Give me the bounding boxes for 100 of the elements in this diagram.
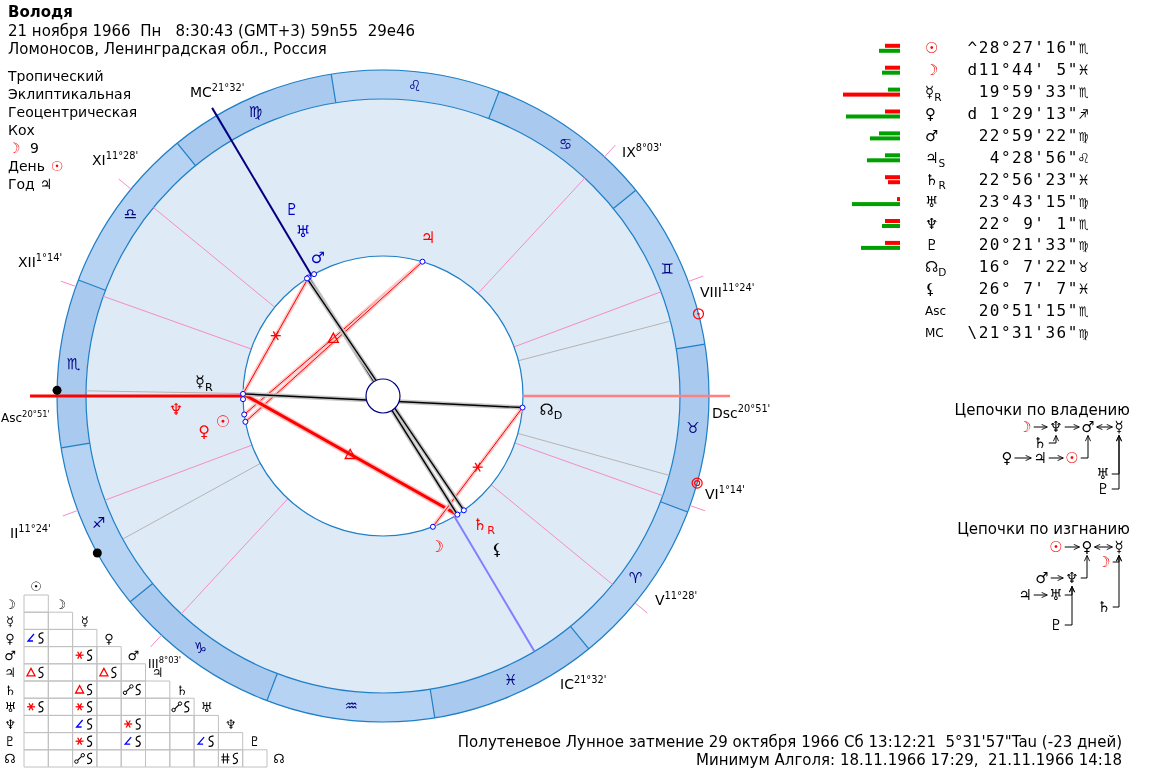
position-value: 4°28'56"♌ xyxy=(989,149,1090,166)
position-value: ^28°27'16"♏ xyxy=(967,40,1090,57)
planet-glyph: ♃$_{S}$ xyxy=(925,150,946,166)
planet-glyph: ♆ xyxy=(168,402,184,418)
planet-glyph: ☊$_{D}$ xyxy=(925,259,947,275)
planet-glyph: ☊$_{D}$ xyxy=(539,402,563,418)
planet-glyph: ☽ xyxy=(925,62,939,78)
planet-glyph: ♆ xyxy=(1049,419,1063,435)
zodiac-glyph: ♑ xyxy=(193,640,208,656)
planet-glyph: ♄$_{R}$ xyxy=(472,517,496,533)
planet-glyph: ♄ xyxy=(1097,599,1111,615)
house-cusp-label: MC$^{21°32'}$ xyxy=(190,85,245,99)
zodiac-glyph: ♍ xyxy=(248,104,263,120)
planet-glyph: ♅ xyxy=(1096,466,1110,482)
position-value: \21°31'36"♍ xyxy=(967,325,1090,341)
house-cusp-label: XII$^{1°14'}$ xyxy=(18,255,63,269)
planet-glyph: ♄ xyxy=(1033,435,1047,451)
planet-glyph: ♃ xyxy=(420,230,436,246)
planet-glyph: ♂ xyxy=(310,250,326,266)
planet-glyph: ☿ xyxy=(6,614,14,628)
planet-glyph: ☿ xyxy=(1114,539,1124,555)
chain-heading: Цепочки по изгнанию xyxy=(957,521,1130,537)
planet-glyph: ♇ xyxy=(249,734,261,748)
planet-glyph: ♆ xyxy=(224,717,237,731)
planet-glyph: ☽ xyxy=(54,597,67,611)
planet-glyph: ♂ xyxy=(4,648,16,662)
planet-glyph: ☿$_{R}$ xyxy=(925,84,942,100)
birth-data-text: 21 ноября 1966 Пн 8:30:43 (GMT+3) 59n55 29e46 xyxy=(8,23,416,39)
planet-glyph: ♂ xyxy=(1081,419,1095,435)
house-cusp-label: XI$^{11°28'}$ xyxy=(92,153,139,167)
planet-glyph: ♆ xyxy=(4,717,16,731)
position-value: d 1°29'13"♐ xyxy=(967,106,1090,122)
planet-glyph: ☉ xyxy=(1049,539,1063,555)
position-value: 22°59'22"♍ xyxy=(978,127,1090,144)
house-cusp-label: VI$^{1°14'}$ xyxy=(705,487,745,501)
day-text: День xyxy=(8,159,45,173)
arrow xyxy=(1080,435,1092,459)
position-value: 26° 7' 7"♓ xyxy=(978,281,1090,298)
position-value: 19°59'33"♏ xyxy=(978,84,1090,101)
birthplace-text: Ломоносов, Ленинградская обл., Россия xyxy=(8,41,327,57)
zodiac-glyph: ♈ xyxy=(628,570,643,586)
planet-glyph: ☉ xyxy=(50,159,64,173)
planet-glyph: ☿$_{R}$ xyxy=(195,374,213,390)
zodiac-glyph: ♏ xyxy=(66,356,80,372)
house-cusp-label: II$^{11°24'}$ xyxy=(10,526,51,540)
house-cusp-label: Dsc$^{20°51'}$ xyxy=(712,406,771,420)
position-value: 23°43'15"♍ xyxy=(978,193,1090,210)
planet-glyph: ♀ xyxy=(198,424,210,440)
chart-title: Володя xyxy=(8,4,73,20)
lunar-day-number: 9 xyxy=(30,141,39,155)
planet-glyph: ♂ xyxy=(1035,570,1049,586)
planet-glyph: ♇ xyxy=(284,202,300,218)
planet-glyph: MC xyxy=(925,327,944,339)
planet-glyph: ♅ xyxy=(4,700,16,714)
chain-heading: Цепочки по владению xyxy=(954,402,1130,418)
planet-glyph: ☉ xyxy=(215,414,231,430)
position-value: 20°51'15"♏ xyxy=(978,303,1090,320)
planet-glyph: ♇ xyxy=(1049,617,1063,633)
planet-glyph: ♅ xyxy=(925,194,939,210)
planet-glyph: ☽ xyxy=(1097,554,1111,570)
planet-glyph: ♅ xyxy=(1049,587,1063,603)
planet-glyph: ♅ xyxy=(200,700,213,714)
chart-settings-text: Кох xyxy=(8,123,35,137)
zodiac-glyph: ♋ xyxy=(558,136,573,151)
arrow xyxy=(1064,586,1076,626)
planet-glyph: ⚸ xyxy=(491,542,503,558)
zodiac-glyph: ♐ xyxy=(92,515,106,531)
house-cusp-label: Asc$^{20°51'}$ xyxy=(1,412,50,424)
chart-settings-text: Геоцентрическая xyxy=(8,105,138,119)
planet-glyph: ☽ xyxy=(7,141,21,155)
algol-minimum-note: Минимум Алголя: 18.11.1966 17:29, 21.11.1966 14:18 xyxy=(696,752,1122,768)
planet-glyph: ♆ xyxy=(1065,570,1079,586)
planet-glyph: ♆ xyxy=(925,216,939,231)
planet-glyph: ☿ xyxy=(1114,419,1124,435)
zodiac-glyph: ♉ xyxy=(686,420,700,436)
position-value: 22°56'23"♓ xyxy=(978,171,1090,188)
zodiac-glyph: ♒ xyxy=(344,698,358,714)
planet-glyph: ☽ xyxy=(4,597,16,611)
planet-glyph: ☉ xyxy=(1065,450,1079,466)
zodiac-glyph: ♎ xyxy=(123,206,138,222)
chart-settings-text: Эклиптикальная xyxy=(8,87,132,101)
planet-glyph: ☽ xyxy=(1018,419,1032,435)
planet-glyph: ♃ xyxy=(39,177,53,191)
planet-glyph: ♀ xyxy=(104,631,114,645)
planet-glyph: ♀ xyxy=(1081,539,1093,555)
planet-glyph: ♅ xyxy=(295,224,311,240)
chart-settings-text: Тропический xyxy=(8,69,104,83)
position-value: 22° 9' 1"♏ xyxy=(978,215,1090,232)
planet-glyph: ♄ xyxy=(176,683,188,697)
house-cusp-label: VIII$^{11°24'}$ xyxy=(700,285,755,299)
house-cusp-label: IC$^{21°32'}$ xyxy=(560,677,607,691)
planet-glyph: ☉ xyxy=(925,40,939,56)
position-value: d11°44' 5"♓ xyxy=(967,62,1090,79)
planet-glyph: ♄ xyxy=(4,683,16,697)
house-cusp-label: V$^{11°28'}$ xyxy=(655,593,698,607)
planet-glyph: ⚸ xyxy=(925,281,936,297)
planet-glyph: ☊ xyxy=(273,751,285,765)
planet-glyph: ♀ xyxy=(1001,450,1013,466)
house-cusp-label: IX$^{8°03'}$ xyxy=(622,145,663,159)
planet-glyph: ♃ xyxy=(1033,450,1047,466)
